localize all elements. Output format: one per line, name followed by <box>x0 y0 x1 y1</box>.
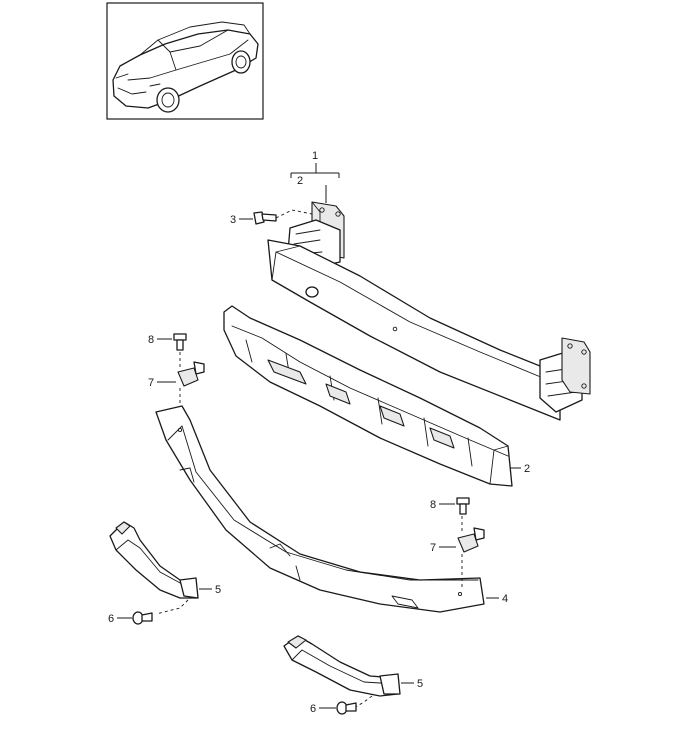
callout-3: 3 <box>230 214 236 226</box>
screw-part-6-bottom: 6 <box>310 701 357 715</box>
callout-8-right: 8 <box>430 499 436 511</box>
bolt-part-3: 3 <box>230 209 313 226</box>
callout-1: 1 <box>312 150 318 162</box>
callout-5-left: 5 <box>215 584 221 596</box>
bumper-cover-support <box>155 405 485 613</box>
callout-5-bottom: 5 <box>417 678 423 690</box>
callout-8-left: 8 <box>148 334 154 346</box>
bracket-bottom <box>283 635 401 709</box>
car-illustration <box>112 21 259 113</box>
callout-group-1-2: 1 2 <box>290 150 340 203</box>
screw-part-6-left: 6 <box>108 611 153 625</box>
callout-2-top: 2 <box>297 175 303 187</box>
bumper-reinforcement-beam <box>267 201 591 421</box>
callout-4: 4 <box>502 593 508 605</box>
sensor-group-right: 8 7 <box>430 497 485 588</box>
callout-6-left: 6 <box>108 613 114 625</box>
callout-2-absorber: 2 <box>524 463 530 475</box>
bracket-left <box>109 521 199 615</box>
callout-6-bottom: 6 <box>310 703 316 715</box>
vehicle-thumbnail <box>106 2 264 120</box>
energy-absorber <box>223 305 513 487</box>
callout-7-right: 7 <box>430 542 436 554</box>
callout-7-left: 7 <box>148 377 154 389</box>
